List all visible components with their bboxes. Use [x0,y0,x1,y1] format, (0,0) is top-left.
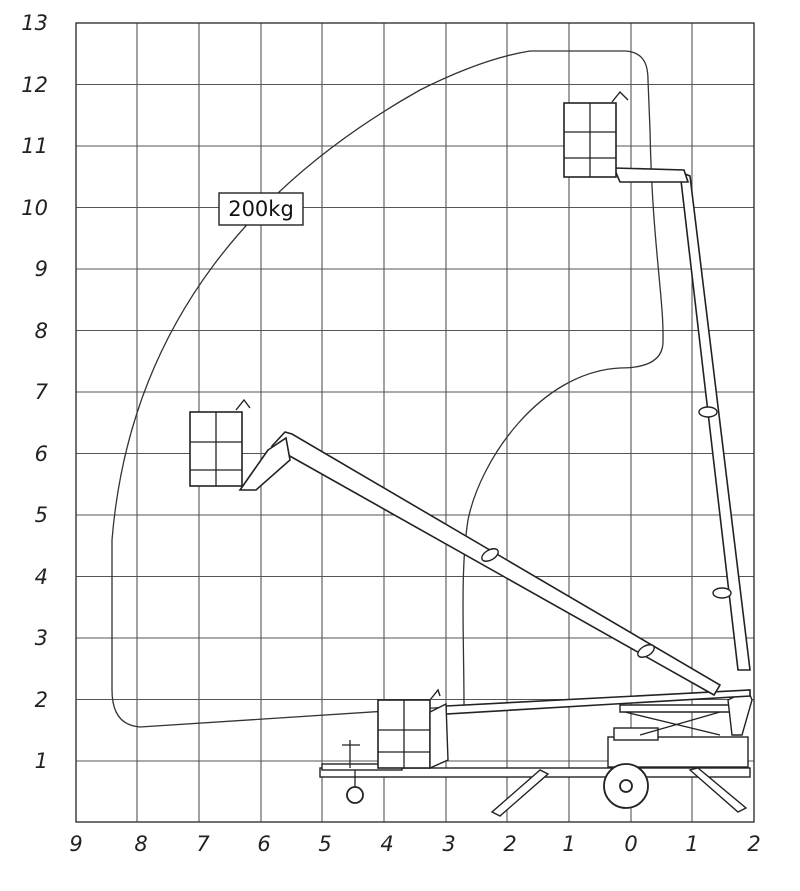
y-tick-label: 10 [21,196,48,220]
boom-extended-outreach [189,398,722,697]
y-tick-label: 2 [35,688,48,712]
load-label: 200kg [218,192,304,226]
x-tick-label: 8 [134,832,147,856]
y-tick-label: 5 [35,503,48,527]
x-tick-label: 0 [624,832,637,856]
y-tick-label: 8 [35,319,48,343]
x-tick-label: 4 [380,832,393,856]
y-tick-label: 11 [21,134,48,158]
x-tick-label: 5 [318,832,331,856]
x-tick-label: 1 [562,832,575,856]
y-tick-label: 13 [21,11,48,35]
y-tick-label: 9 [35,257,48,281]
x-tick-label: 3 [442,832,455,856]
y-tick-label: 6 [35,442,48,466]
load-label-text: 200kg [228,197,294,221]
y-tick-label: 4 [35,565,48,589]
y-tick-label: 12 [21,73,48,97]
x-tick-label: 6 [257,832,270,856]
outrigger-right [688,767,748,813]
boom-stowed [377,688,751,770]
y-axis-tick-labels: 13 12 11 10 9 8 7 6 5 4 3 2 1 [21,11,48,773]
x-axis-tick-labels: 9 8 7 6 5 4 3 2 1 0 1 2 [69,832,760,856]
y-tick-label: 3 [35,626,48,650]
x-tick-label: 2 [747,832,760,856]
boom-turret [619,689,753,736]
outrigger-left [490,769,550,817]
x-tick-label: 1 [685,832,698,856]
y-tick-label: 1 [35,749,48,773]
x-tick-label: 2 [503,832,516,856]
x-tick-label: 9 [69,832,82,856]
vehicle-chassis [319,727,751,817]
x-tick-label: 7 [196,832,210,856]
jockey-wheel [346,786,364,804]
y-tick-label: 7 [35,380,49,404]
working-envelope-outer [111,50,664,728]
boom-extended-height [563,90,751,671]
